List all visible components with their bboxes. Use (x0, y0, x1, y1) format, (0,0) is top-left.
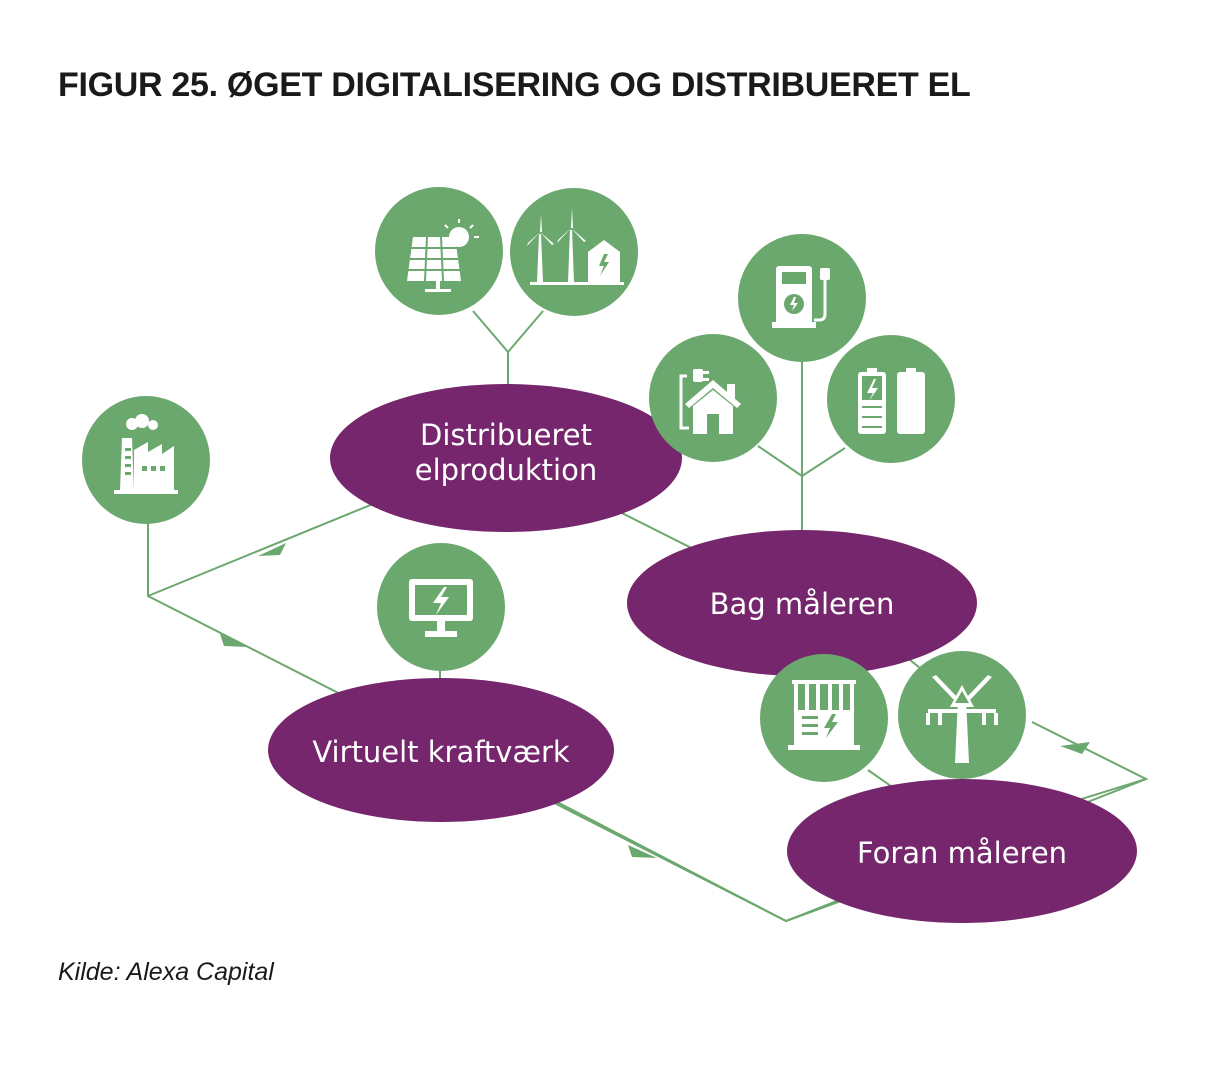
factory-icon (82, 396, 210, 524)
figure-title: FIGUR 25. ØGET DIGITALISERING OG DISTRIB… (58, 66, 971, 104)
arrow-head (628, 845, 657, 858)
node-virtual-power-plant: Virtuelt kraftværk (268, 678, 614, 822)
substation-icon (760, 654, 888, 782)
source-caption: Kilde: Alexa Capital (58, 958, 274, 986)
node-front-meter-label: Foran måleren (857, 836, 1067, 870)
link-factory-distributed (147, 496, 391, 597)
smart-home-icon (649, 334, 777, 462)
node-distributed-line2: elproduktion (415, 453, 597, 487)
wind-turbine-icon (510, 188, 638, 316)
node-virtual-plant-label: Virtuelt kraftværk (312, 735, 570, 769)
arrow-head (1060, 742, 1090, 754)
ev-charger-icon (738, 234, 866, 362)
node-behind-meter: Bag måleren (627, 530, 977, 676)
battery-icon (827, 335, 955, 463)
node-behind-meter-label: Bag måleren (710, 587, 895, 621)
node-front-meter: Foran måleren (787, 779, 1137, 923)
flow-arrows (220, 543, 1090, 858)
arrow-head (258, 543, 286, 556)
arrow-head (220, 634, 248, 647)
monitor-icon (377, 543, 505, 671)
node-distributed-generation: Distribueret elproduktion (330, 384, 682, 532)
solar-panel-icon (375, 187, 503, 315)
power-pylon-icon (898, 651, 1026, 779)
link-solar-wind (472, 310, 544, 354)
node-distributed-line1: Distribueret (420, 418, 592, 452)
